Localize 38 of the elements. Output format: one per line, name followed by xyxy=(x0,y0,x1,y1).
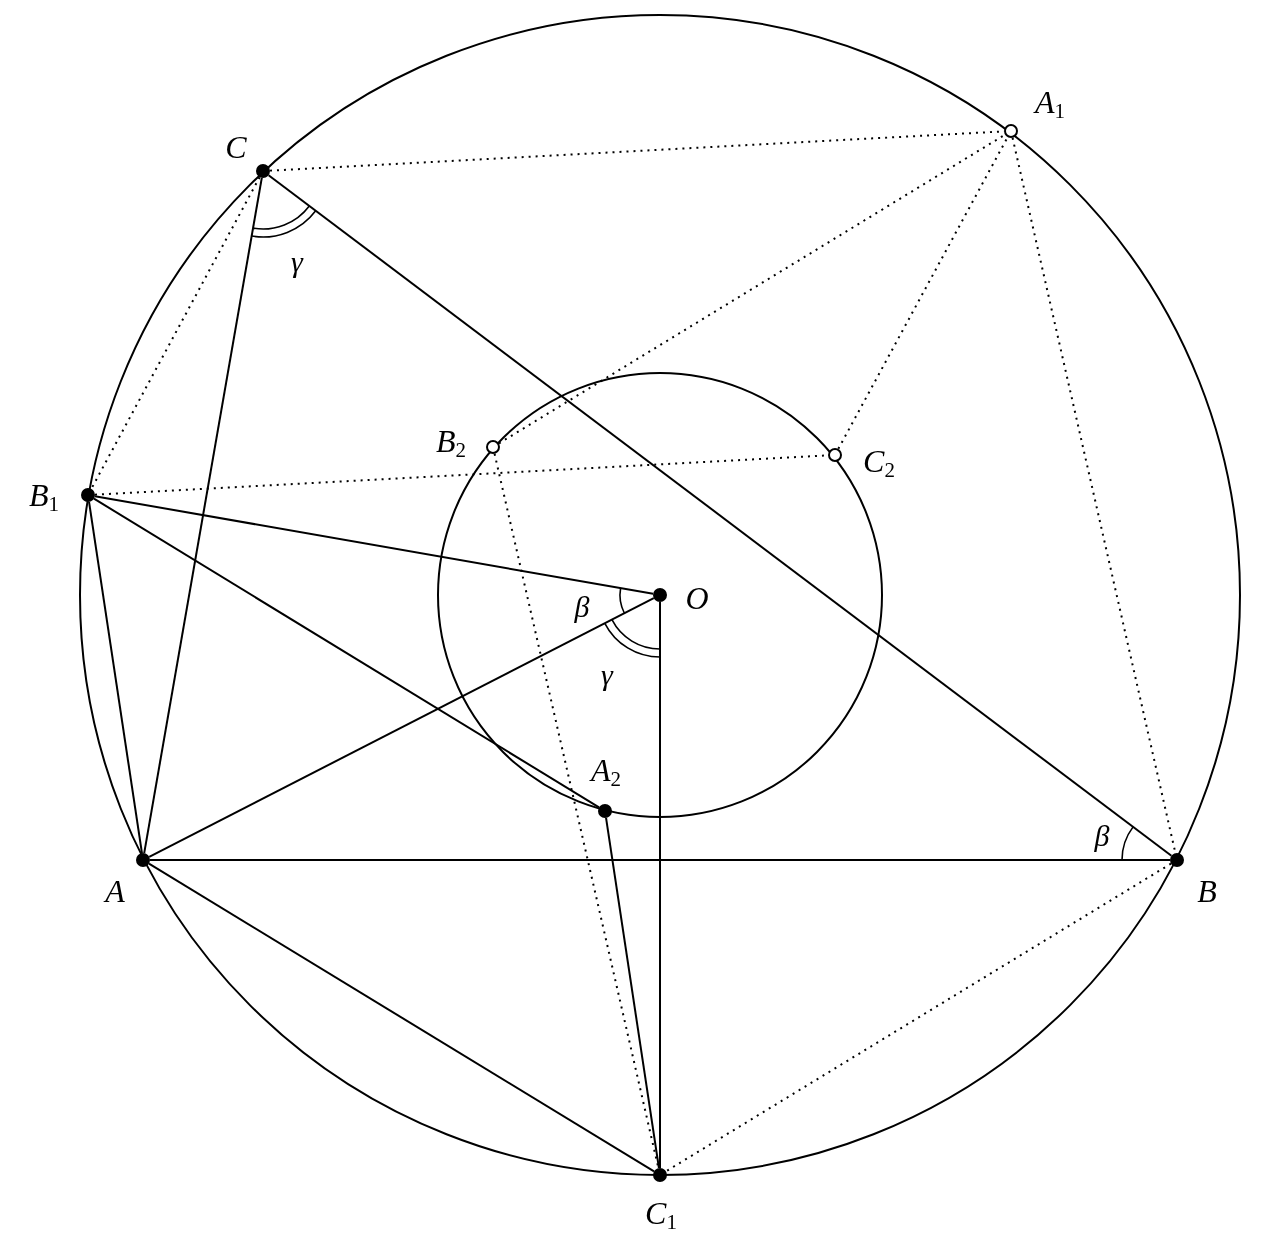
point xyxy=(81,488,95,502)
point-label: C$_{1}$ xyxy=(645,1197,677,1233)
segment xyxy=(93,495,655,595)
segment xyxy=(148,862,655,1173)
point-label: C$_{2}$ xyxy=(863,445,895,481)
point-label: A$_{2}$ xyxy=(591,754,621,790)
point-label: B xyxy=(1197,875,1217,907)
point-label: A xyxy=(105,875,125,907)
point xyxy=(653,588,667,602)
dotted-segment xyxy=(837,136,1009,450)
segment xyxy=(605,816,660,1170)
point xyxy=(136,853,150,867)
point-label: A$_{1}$ xyxy=(1035,86,1065,122)
dotted-segment xyxy=(498,133,1006,445)
point-label: B$_{1}$ xyxy=(29,479,59,515)
segment xyxy=(149,859,1171,861)
angle-label: γ xyxy=(291,247,303,277)
dotted-segment xyxy=(665,862,1172,1173)
segment xyxy=(88,500,143,855)
point xyxy=(598,804,612,818)
angle-label: β xyxy=(574,592,590,622)
segment xyxy=(148,597,655,858)
segment xyxy=(267,174,1173,857)
point xyxy=(653,1168,667,1182)
segment xyxy=(143,176,263,855)
point-label: B$_{2}$ xyxy=(436,425,466,461)
segment xyxy=(659,601,661,1169)
open-point xyxy=(828,448,842,462)
point xyxy=(1170,853,1184,867)
angle-label: β xyxy=(1094,821,1110,851)
dotted-segment xyxy=(90,176,261,490)
open-point xyxy=(486,440,500,454)
open-point xyxy=(1004,124,1018,138)
angle-label: γ xyxy=(601,660,613,690)
segment xyxy=(92,497,601,809)
point-label: O xyxy=(685,582,709,614)
point xyxy=(256,164,270,178)
point-label: C xyxy=(225,131,247,163)
